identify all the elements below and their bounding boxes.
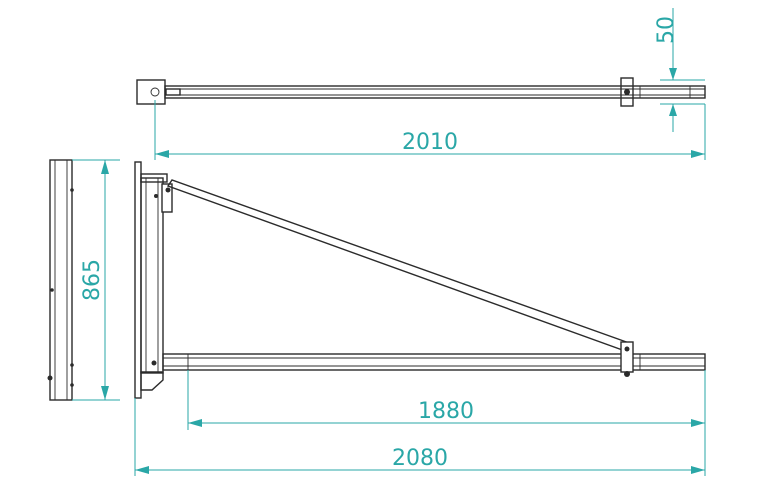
brace-mount [161,183,173,213]
dimension-height: 865 [72,159,120,401]
top-view-clamp [620,77,634,107]
arrow-icon [691,150,705,158]
side-view-bolt [70,188,74,192]
top-view-bolt [165,88,181,96]
top-bracket [140,173,168,183]
dimension-label-total-length: 2080 [392,446,448,471]
front-view [134,161,706,399]
arrow-icon [101,160,109,174]
mount-bolt [151,360,157,366]
arrow-icon [188,419,202,427]
side-view-bolt [50,288,54,292]
arrow-icon [691,419,705,427]
diagonal-brace [166,179,633,353]
wall-plate [134,161,142,399]
arrow-icon [101,386,109,400]
arrow-icon [691,466,705,474]
dimension-label-height: 865 [80,259,105,301]
dimension-offset: 50 [654,8,705,132]
top-view [136,77,706,107]
dimension-top-length: 2010 [154,100,706,160]
top-view-beam [164,85,706,99]
mast [140,177,164,374]
dimension-label-arm-length: 1880 [418,399,474,424]
mount-bolt [165,187,171,193]
arrow-icon [155,150,169,158]
arrow-icon [135,466,149,474]
side-view-mast [49,159,73,401]
side-view-bolt [47,375,53,381]
top-view-pivot-hole [150,87,160,97]
dimension-label-top-length: 2010 [402,130,458,155]
dimension-arm-length: 1880 [187,370,706,430]
side-view [47,159,74,401]
arrow-icon [669,68,677,80]
clamp-bolt [624,371,630,377]
dimension-total-length: 2080 [134,398,706,476]
arrow-icon [669,104,677,116]
horizontal-arm [162,353,706,371]
clamp-bolt [624,346,630,352]
side-view-bolt [70,363,74,367]
side-view-bolt [70,383,74,387]
top-view-clamp-bolt [624,89,630,95]
mount-bolt [154,194,158,198]
dimension-label-offset: 50 [654,16,679,44]
bottom-bracket [140,371,164,391]
